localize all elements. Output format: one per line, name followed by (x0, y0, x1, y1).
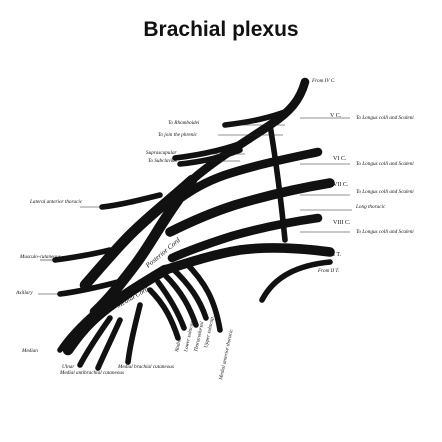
upper-subscap-branch (170, 266, 208, 320)
label-to-longus-3: To Longus colli and Scaleni (356, 189, 414, 195)
label-axillary: Axillary (15, 290, 33, 296)
label-viic: VII C. (333, 182, 349, 188)
leader-lines (38, 117, 352, 295)
label-viiic: VIII C. (333, 220, 351, 226)
label-suprascapular: Suprascapular (146, 150, 178, 156)
label-to-join-phrenic: To join the phrenic (158, 132, 198, 138)
label-to-subclavius: To Subclavius (148, 158, 177, 164)
medial-anterior-thoracic-branch (183, 260, 222, 332)
lateral-anterior-thoracic-branch (100, 193, 162, 209)
label-median: Median (21, 348, 38, 354)
label-medial-brachial: Medial brachial cutaneous (117, 364, 174, 370)
ulnar-branch (78, 316, 112, 367)
label-lateral-anterior-thoracic: Lateral anterior thoracic (29, 199, 83, 205)
median-branch (58, 310, 97, 352)
label-from-ivc: From IV C. (311, 78, 336, 84)
medial-brachial-branch (126, 303, 142, 364)
label-to-longus-1: To Longus colli and Scaleni (356, 115, 414, 121)
root-c8 (168, 214, 322, 262)
label-vc: V C. (330, 113, 342, 119)
musculocutaneous-branch (53, 248, 112, 262)
label-to-longus-4: To Longus colli and Scaleni (356, 229, 414, 235)
label-medial-antibrachial: Medial antibrachial cutaneous (59, 370, 124, 376)
root-c7 (166, 179, 334, 236)
thoracodorsal-branch (163, 273, 198, 327)
lateral-cord (80, 175, 197, 290)
label-long-thoracic: Long thoracic (355, 204, 386, 210)
radial-branch (148, 288, 180, 340)
label-radial: Radial (174, 337, 183, 353)
rhomboid-branch (223, 108, 292, 127)
label-to-longus-2: To Longus colli and Scaleni (356, 161, 414, 167)
medial-antibrachial-branch (96, 318, 122, 370)
label-vic: VI C. (333, 156, 347, 162)
subclavius-branch (178, 148, 242, 166)
lower-subscap-branch (156, 280, 186, 330)
from-iit-branch (260, 260, 332, 302)
axillary-branch (58, 280, 120, 296)
label-ulnar: Ulnar (62, 364, 75, 370)
diagram-title: Brachial plexus (143, 18, 299, 41)
medial-cord (63, 265, 170, 355)
suprascapular-branch (173, 138, 252, 160)
label-medial-anterior-thoracic: Medial anterior thoracic (218, 328, 235, 381)
posterior-cord (90, 195, 183, 317)
label-from-iit: From II T. (317, 268, 339, 274)
root-c6 (174, 148, 322, 204)
label-to-rhomboidei: To Rhomboidei (168, 120, 200, 126)
label-it: I T. (333, 252, 342, 258)
label-musculocutaneous: Musculo-cutaneous (19, 254, 61, 260)
nerve-network (52, 77, 335, 371)
